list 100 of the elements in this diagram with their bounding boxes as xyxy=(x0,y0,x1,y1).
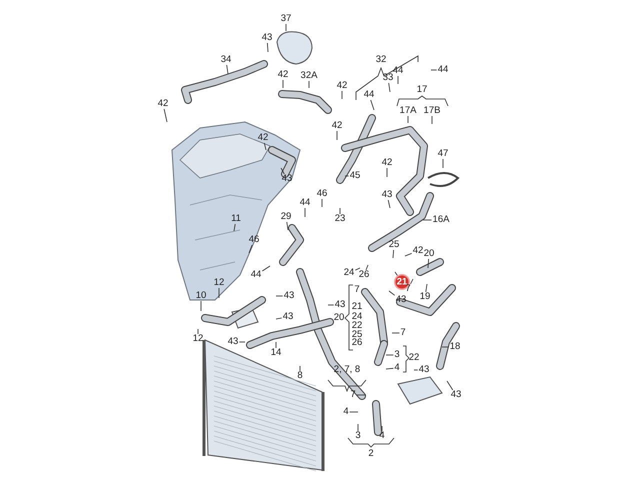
callout-number: 42 xyxy=(330,121,344,131)
callout-number: 12 xyxy=(192,334,204,344)
leader-line xyxy=(164,108,168,122)
callout-number: 2 xyxy=(367,449,375,459)
callout-number: 42 xyxy=(256,133,270,143)
leader-line xyxy=(248,244,252,254)
leader-line xyxy=(404,253,412,256)
callout-number: 42 xyxy=(336,81,348,91)
callout-number: 14 xyxy=(270,348,282,358)
leader-line xyxy=(282,80,284,88)
callout-number: 22 xyxy=(408,353,420,363)
callout-number: 34 xyxy=(220,55,232,65)
leader-line xyxy=(446,380,454,390)
leader-line xyxy=(366,264,368,270)
leader-line xyxy=(392,332,400,334)
callout-number: 43 xyxy=(226,337,240,347)
callout-number: 17B xyxy=(422,106,442,116)
callout-number: 29 xyxy=(280,212,292,222)
leader-line xyxy=(388,200,390,208)
callout-number: 43 xyxy=(282,312,294,322)
callout-number: 18 xyxy=(448,342,462,352)
leader-line xyxy=(280,168,285,174)
leader-line xyxy=(356,394,366,396)
callout-number: 7 xyxy=(399,328,407,338)
leader-line xyxy=(276,318,282,320)
callout-number: 17 xyxy=(416,85,428,95)
callout-number: 33 xyxy=(382,73,394,83)
callout-number: 22 xyxy=(350,321,364,331)
callout-number: 16A xyxy=(432,215,450,225)
callout-number: 23 xyxy=(334,214,346,224)
callout-number: 47 xyxy=(436,149,450,159)
callout-number: 43 xyxy=(260,33,274,43)
callout-number: 43 xyxy=(282,291,296,301)
leader-line xyxy=(267,42,268,52)
callout-number: 11 xyxy=(230,214,242,224)
leader-line xyxy=(286,222,288,230)
callout-number: 3 xyxy=(393,350,401,360)
callout-number: 17A xyxy=(398,106,418,116)
leader-line xyxy=(264,142,266,150)
callout-number: 24 xyxy=(342,268,356,278)
callout-number: 43 xyxy=(450,390,462,400)
callout-number: 45 xyxy=(348,171,362,181)
leader-line xyxy=(308,80,310,88)
leader-line xyxy=(304,208,306,218)
callout-number: 44 xyxy=(298,198,312,208)
callout-number: 32 xyxy=(374,55,388,65)
callout-number: 44 xyxy=(362,90,376,100)
callout-number: 7 xyxy=(349,390,357,400)
callout-number: 32A xyxy=(300,71,318,81)
leader-line xyxy=(388,290,396,296)
leader-line xyxy=(234,224,236,232)
callout-number: 19 xyxy=(418,292,432,302)
leader-line xyxy=(370,100,374,110)
callout-number: 42 xyxy=(380,158,394,168)
callout-number: 8 xyxy=(296,371,304,381)
callout-number: 46 xyxy=(248,235,260,245)
callout-number: 4 xyxy=(378,431,386,441)
leader-line xyxy=(428,258,429,268)
leader-line xyxy=(425,284,428,292)
leader-line xyxy=(394,272,398,276)
leader-line xyxy=(386,168,388,178)
leader-line xyxy=(226,64,228,74)
leader-line xyxy=(336,130,338,140)
callout-number: 20 xyxy=(422,249,436,259)
callout-number: 43 xyxy=(380,190,394,200)
leader-line xyxy=(388,82,390,92)
callout-number: 43 xyxy=(280,174,294,184)
callout-number: 25 xyxy=(388,240,400,250)
callout-number: 7 xyxy=(353,285,361,295)
callout-number: 20 xyxy=(332,313,346,323)
callout-number: 44 xyxy=(392,66,404,76)
leader-line xyxy=(200,300,202,312)
callout-number: 46 xyxy=(316,189,328,199)
callout-number: 24 xyxy=(350,312,364,322)
leader-line xyxy=(218,288,220,298)
leader-line xyxy=(386,354,394,356)
callout-number: 10 xyxy=(194,291,208,301)
callout-number: 4 xyxy=(342,407,350,417)
callout-number: 26 xyxy=(350,338,364,348)
leader-line xyxy=(386,368,394,370)
leader-line xyxy=(442,346,450,348)
leader-line xyxy=(328,304,334,306)
callout-number: 42 xyxy=(412,246,424,256)
callout-number: 37 xyxy=(280,14,292,24)
callout-number: 44 xyxy=(436,65,450,75)
callout-number: 25 xyxy=(350,330,364,340)
leader-line xyxy=(354,268,360,270)
callout-number: 3 xyxy=(354,431,362,441)
leader-line xyxy=(410,278,414,284)
callout-number: 2, 7, 8 xyxy=(332,365,362,375)
callout-number: 43 xyxy=(418,365,430,375)
leader-line xyxy=(442,158,444,168)
callout-number: 12 xyxy=(212,278,226,288)
leader-line xyxy=(262,266,270,272)
callout-number: 21 xyxy=(350,302,364,312)
callout-number: 44 xyxy=(250,270,262,280)
leader-line xyxy=(392,250,394,258)
callout-number: 42 xyxy=(156,99,170,109)
callout-number: 42 xyxy=(276,70,290,80)
callout-number: 43 xyxy=(334,300,346,310)
